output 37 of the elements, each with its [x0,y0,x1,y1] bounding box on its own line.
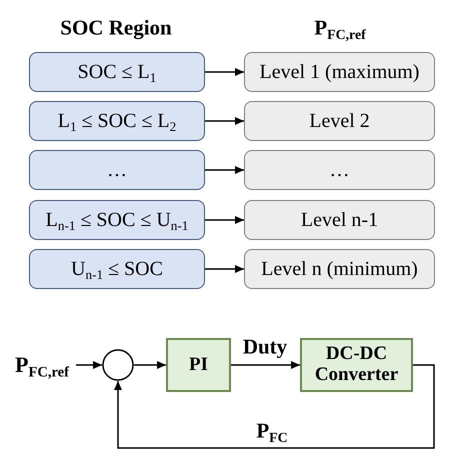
level-text: Level n (minimum) [261,258,418,280]
block-label: DC-DC Converter [314,344,400,386]
arrow [205,216,244,224]
arrow [205,265,244,273]
level-box [244,200,435,240]
arrow [205,68,244,76]
condition-text: SOC ≤ L$_{1}$ [78,61,156,83]
condition-text: … [107,159,127,181]
condition-box [29,150,205,190]
arrow [205,117,244,125]
level-text: Level 2 [309,110,370,132]
arrow [114,364,435,449]
summing-junction [102,349,134,381]
level-box [244,52,435,92]
level-text: Level 1 (maximum) [260,61,420,83]
condition-text: L$_{1}$ ≤ SOC ≤ L$_{2}$ [58,110,176,132]
control-block [300,338,413,392]
level-text: … [330,159,350,181]
arrow [205,166,244,174]
control-block [166,338,231,392]
condition-text: L$_{n-1}$ ≤ SOC ≤ U$_{n-1}$ [46,209,188,231]
condition-box [29,101,205,141]
column-heading: SOC Region [60,16,172,40]
level-box [244,101,435,141]
level-box [244,150,435,190]
condition-text: U$_{n-1}$ ≤ SOC [71,258,163,280]
arrow [134,361,166,369]
condition-box [29,249,205,289]
level-text: Level n-1 [300,209,378,231]
condition-box [29,52,205,92]
arrow [231,361,300,369]
condition-box [29,200,205,240]
column-heading: P$_{FC,ref}$ [314,16,366,40]
signal-label: P$_{FC,ref}$ [8,347,76,383]
arrow [76,361,102,369]
block-label: PI [189,354,208,376]
level-box [244,249,435,289]
